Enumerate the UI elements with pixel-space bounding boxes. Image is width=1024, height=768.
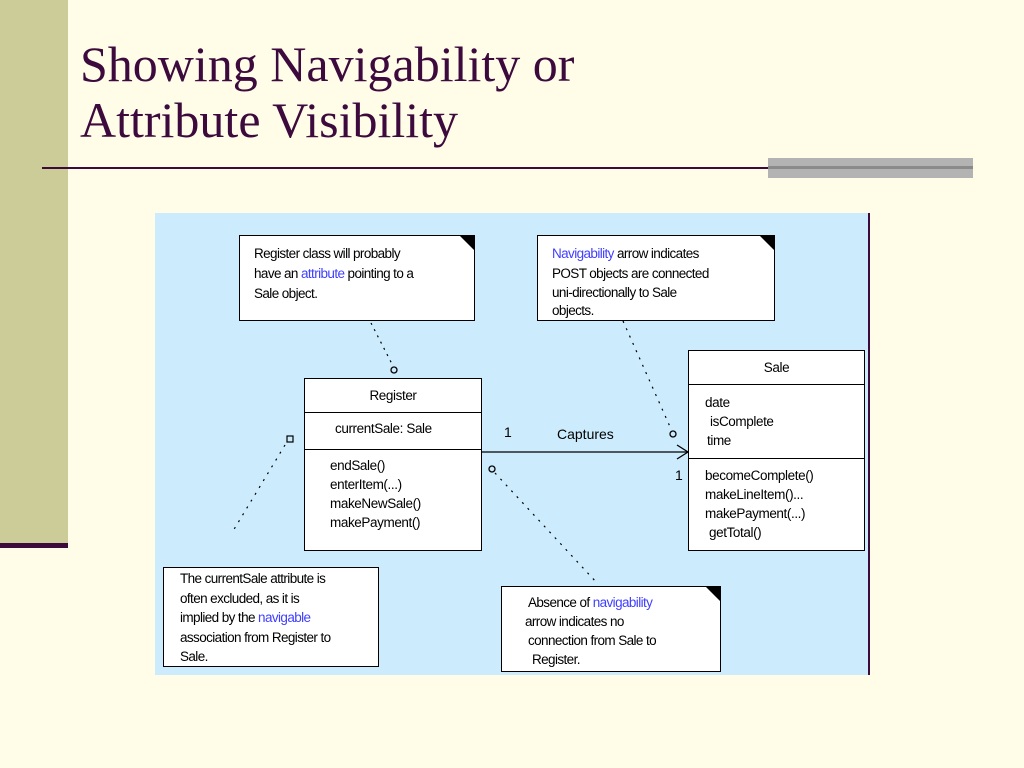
- register-operation: endSale(): [330, 458, 385, 473]
- absence-note-line-2: arrow indicates no: [525, 614, 624, 629]
- currentsale-note-anchor-end: [286, 435, 294, 443]
- slide-title-line-2: Attribute Visibility: [80, 92, 459, 148]
- sale-operation: makeLineItem()...: [705, 487, 804, 502]
- currentsale-note-line-5: Sale.: [180, 649, 208, 664]
- navigability-note-line-1: Navigability arrow indicates: [552, 246, 699, 261]
- sale-attributes: date isComplete time: [689, 384, 864, 458]
- title-underline: [42, 167, 772, 169]
- register-operation: makePayment(): [330, 515, 421, 530]
- currentsale-note-line-3: implied by the navigable: [180, 610, 311, 625]
- register-class-name: Register: [369, 388, 417, 403]
- association-label: Captures: [557, 426, 614, 442]
- absence-note-line-4: Register.: [532, 652, 580, 667]
- sale-attribute: date: [705, 395, 730, 410]
- attribute-keyword: attribute: [301, 266, 345, 281]
- navigability-keyword: navigability: [592, 595, 653, 610]
- left-decorative-band: [0, 0, 68, 545]
- slide-title: Showing Navigability or Attribute Visibi…: [80, 36, 760, 148]
- uml-diagram: Register class will probably have an att…: [155, 213, 870, 675]
- sale-class-name: Sale: [763, 360, 790, 375]
- register-note: Register class will probably have an att…: [239, 235, 475, 321]
- register-note-anchor-end: [390, 366, 398, 374]
- sale-operation: makePayment(...): [705, 506, 806, 521]
- currentsale-note-line-4: association from Register to: [180, 629, 331, 645]
- navigability-note-line-2: POST objects are connected: [552, 265, 709, 281]
- sale-attribute: time: [707, 433, 731, 448]
- absence-note-anchor: [494, 472, 598, 584]
- register-note-line-3: Sale object.: [254, 286, 318, 301]
- currentsale-note: The currentSale attribute is often exclu…: [163, 567, 379, 667]
- note-fold-corner: [705, 586, 721, 602]
- navigability-note-line-3: uni-directionally to Sale: [552, 285, 677, 300]
- title-accent-bar-line: [768, 166, 973, 169]
- note-fold-corner: [459, 235, 475, 251]
- sale-operations: becomeComplete() makeLineItem()... makeP…: [689, 458, 864, 542]
- register-note-line-1: Register class will probably: [254, 246, 401, 261]
- absence-note: Absence of navigability arrow indicates …: [501, 586, 721, 672]
- currentsale-note-line-1: The currentSale attribute is: [180, 571, 326, 586]
- register-attributes: currentSale: Sale: [305, 412, 481, 449]
- register-operations: endSale() enterItem(...) makeNewSale() m…: [305, 449, 481, 532]
- sale-operation: becomeComplete(): [705, 468, 814, 483]
- navigability-note-anchor-end: [669, 430, 677, 438]
- navigable-keyword: navigable: [258, 610, 311, 625]
- register-operation: makeNewSale(): [330, 496, 421, 511]
- register-note-anchor: [370, 322, 394, 367]
- absence-note-line-3: connection from Sale to: [528, 633, 657, 648]
- register-operation: enterItem(...): [330, 477, 402, 492]
- left-band-accent: [0, 543, 68, 548]
- navigability-note-line-4: objects.: [552, 302, 594, 318]
- slide-title-line-1: Showing Navigability or: [80, 36, 575, 92]
- sale-operation: getTotal(): [709, 525, 762, 540]
- note-fold-corner: [759, 235, 775, 251]
- absence-note-line-1: Absence of navigability: [528, 595, 653, 610]
- absence-note-anchor-end: [488, 465, 496, 473]
- currentsale-note-anchor: [232, 444, 286, 532]
- sale-attribute: isComplete: [710, 414, 774, 429]
- register-note-line-2: have an attribute pointing to a: [254, 266, 414, 281]
- register-class: Register currentSale: Sale endSale() ent…: [304, 378, 482, 551]
- currentsale-note-line-2: often excluded, as it is: [180, 590, 300, 606]
- navigability-note-anchor: [622, 320, 672, 430]
- sale-multiplicity: 1: [675, 467, 683, 483]
- navigability-note: Navigability arrow indicates POST object…: [537, 235, 775, 321]
- navigability-keyword: Navigability: [552, 246, 614, 261]
- register-multiplicity: 1: [504, 424, 512, 440]
- sale-class: Sale date isComplete time becomeComplete…: [688, 350, 865, 551]
- register-attribute: currentSale: Sale: [335, 421, 432, 436]
